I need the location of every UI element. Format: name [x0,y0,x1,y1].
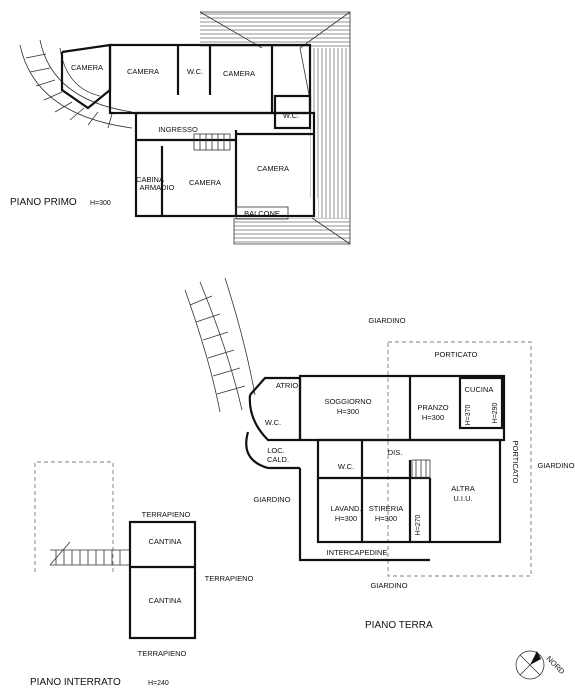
walls-primo [60,43,316,220]
walls-terra [245,374,506,562]
room-altra-line2: U.I.U. [453,494,472,503]
label-terrapieno-right: TERRAPIENO [205,574,254,583]
label-intercapedine: INTERCAPEDINE [327,548,388,557]
room-soggiorno: SOGGIORNO [324,397,371,406]
room-wc-terra: W.C. [265,418,281,427]
piano-terra-plan: GIARDINO PORTICATO ATRIO SOGGIORNO H=300… [184,277,575,631]
walls-interrato [128,520,197,640]
stair-interrato [49,541,130,566]
compass-arrow-icon [530,651,541,665]
room-camera-1: CAMERA [127,67,159,76]
room-camera-3: CAMERA [189,178,221,187]
curved-stair-terra [184,277,256,413]
room-h270: H=270 [415,514,422,535]
piano-terra-title: PIANO TERRA [365,620,433,631]
room-cucina-h290: H=290 [492,402,499,423]
room-stireria: STIRERIA [369,504,404,513]
label-porticato-top: PORTICATO [435,350,478,359]
label-giardino-bottom: GIARDINO [370,581,407,590]
label-giardino-top: GIARDINO [368,316,405,325]
room-altra-line1: ALTRA [451,484,475,493]
room-cantina-1: CANTINA [149,537,182,546]
room-ingresso: INGRESSO [158,125,198,134]
curved-stair-primo [19,39,133,129]
room-atrio: ATRIO [276,381,299,390]
terrapieno-dashed-outline [34,461,114,572]
terra-room-labels: GIARDINO PORTICATO ATRIO SOGGIORNO H=300… [253,316,574,590]
piano-primo-height: H=300 [90,200,111,207]
compass-circle [515,650,545,680]
room-wc-2-terra: W.C. [338,462,354,471]
porticato-outline [387,341,532,577]
piano-interrato-height: H=240 [148,680,169,687]
label-terrapieno-top: TERRAPIENO [142,510,191,519]
label-terrapieno-bottom: TERRAPIENO [138,649,187,658]
room-camera-4: CAMERA [257,164,289,173]
room-stireria-height: H=300 [375,514,397,523]
room-soggiorno-height: H=300 [337,407,359,416]
label-giardino-right: GIARDINO [537,461,574,470]
piano-primo-title: PIANO PRIMO [10,197,77,208]
room-loc-line2: CALD. [267,455,289,464]
room-camera-stair: CAMERA [71,63,103,72]
room-lavand-height: H=300 [335,514,357,523]
piano-interrato-title: PIANO INTERRATO [30,677,121,688]
room-dis: DIS. [388,448,403,457]
label-giardino-left: GIARDINO [253,495,290,504]
interrato-room-labels: TERRAPIENO CANTINA TERRAPIENO CANTINA TE… [138,510,254,658]
piano-primo-plan: CAMERA CAMERA W.C. CAMERA W.C. INGRESSO … [10,11,351,245]
label-porticato-right: PORTICATO [511,441,520,484]
room-cucina: CUCINA [465,385,494,394]
roof-hatch [199,11,351,245]
north-compass: NORD [515,650,567,680]
room-lavand: LAVAND. [331,504,362,513]
primo-room-labels: CAMERA CAMERA W.C. CAMERA W.C. INGRESSO … [71,63,299,218]
room-balcone: BALCONE [244,209,280,218]
room-cucina-h370: H=370 [465,404,472,425]
room-camera-2: CAMERA [223,69,255,78]
piano-interrato-plan: TERRAPIENO CANTINA TERRAPIENO CANTINA TE… [30,461,254,688]
room-cabina-line1: CABINA [136,175,164,184]
room-loc-line1: LOC. [267,446,285,455]
room-pranzo-height: H=300 [422,413,444,422]
room-wc-1: W.C. [187,67,203,76]
room-wc-2: W.C. [283,111,299,120]
room-cantina-2: CANTINA [149,596,182,605]
compass-label: NORD [545,654,567,676]
room-cabina-line2: ARMADIO [139,183,174,192]
room-pranzo: PRANZO [417,403,448,412]
